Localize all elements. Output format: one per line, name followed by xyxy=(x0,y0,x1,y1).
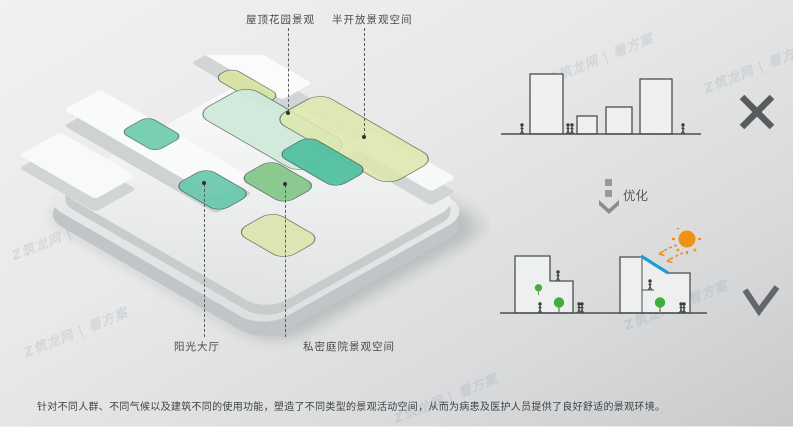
leader-line-roof-garden xyxy=(288,28,289,112)
person-icon xyxy=(555,269,561,282)
person-icon xyxy=(565,122,571,135)
slide-caption: 针对不同人群、不同气候以及建筑不同的使用功能，塑造了不同类型的景观活动空间，从而… xyxy=(37,402,666,413)
sun-icon xyxy=(672,228,701,254)
building-bar-front-left xyxy=(21,133,135,212)
before-elevation-diagram xyxy=(501,73,701,135)
patch-private-courtyard-green xyxy=(243,162,313,202)
massing-model-diagram xyxy=(21,55,477,340)
patch-center-teal xyxy=(281,138,364,186)
before-building-2 xyxy=(576,115,598,135)
after-elevation-diagram xyxy=(500,228,707,314)
patch-sun-hall-teal xyxy=(178,170,247,210)
person-icon xyxy=(680,122,686,135)
before-building-1 xyxy=(529,73,564,135)
semi-open-label: 半开放景观空间 xyxy=(332,14,413,26)
skylight-blue-line xyxy=(640,254,669,275)
optimize-label: 优化 xyxy=(623,188,649,203)
sun-hall-label: 阳光大厅 xyxy=(174,341,220,353)
leader-line-semi-open xyxy=(364,28,365,136)
patch-front-yellow xyxy=(240,214,316,257)
approve-check-icon xyxy=(742,285,780,317)
watermark: Z筑龙网 | 看方案 xyxy=(701,41,793,98)
person-icon xyxy=(569,122,575,135)
leader-dot-sun-hall xyxy=(202,181,206,185)
person-icon xyxy=(579,301,585,314)
private-courtyard-label: 私密庭院景观空间 xyxy=(303,341,395,353)
leader-dot-semi-open xyxy=(362,135,366,139)
leader-dot-roof-garden xyxy=(286,111,290,115)
optimize-arrow-icon xyxy=(599,179,619,214)
before-building-4 xyxy=(639,78,673,135)
leader-line-sun-hall xyxy=(204,184,205,337)
patch-small-teal xyxy=(123,118,180,150)
sunlight-arrows xyxy=(658,244,684,264)
leader-dot-private-courtyard xyxy=(283,182,287,186)
person-icon xyxy=(519,122,525,135)
after-left-building xyxy=(514,255,574,314)
before-building-3 xyxy=(605,106,633,135)
leader-line-private-courtyard xyxy=(285,185,286,337)
reject-x-icon xyxy=(739,94,775,130)
person-icon xyxy=(576,301,582,314)
roof-garden-label: 屋顶花园景观 xyxy=(246,14,315,26)
